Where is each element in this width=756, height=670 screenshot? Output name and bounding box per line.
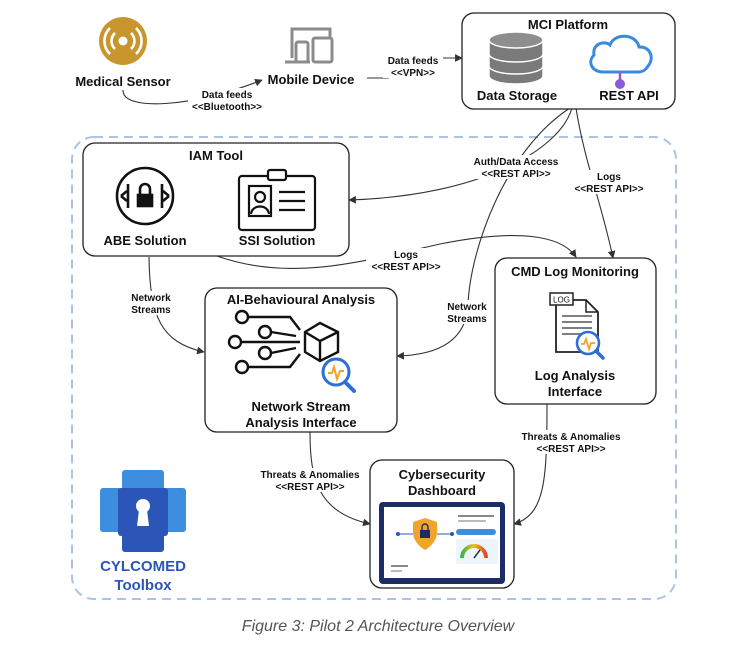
rest-api-label: REST API xyxy=(599,88,658,103)
network-stream-label-line2: Analysis Interface xyxy=(245,415,356,430)
edge-label-auth-access: Auth/Data Access <<REST API>> xyxy=(467,155,565,180)
edge-label-ns-left-line1: Network xyxy=(131,293,171,304)
iam-tool-title: IAM Tool xyxy=(189,148,243,163)
cmd-log-monitoring-title: CMD Log Monitoring xyxy=(511,264,639,279)
edge-threats-right xyxy=(513,403,548,526)
rest-api-cloud-icon xyxy=(589,34,653,89)
mobile-device-label: Mobile Device xyxy=(268,72,355,87)
edge-label-ns-right-line1: Network xyxy=(447,302,487,313)
network-stream-label-line1: Network Stream xyxy=(252,399,351,414)
mci-platform-title: MCI Platform xyxy=(528,17,608,32)
edge-label-network-streams-right: Network Streams xyxy=(441,300,493,325)
edge-network-streams-left xyxy=(148,256,205,355)
abe-solution-label: ABE Solution xyxy=(103,233,186,248)
data-storage-icon xyxy=(488,31,544,85)
log-document-icon: LOG xyxy=(549,292,605,360)
data-storage-label: Data Storage xyxy=(477,88,557,103)
ai-behavioural-box xyxy=(204,287,398,433)
edge-label-threats-right: Threats & Anomalies <<REST API>> xyxy=(508,430,634,455)
dashboard-lock-icon xyxy=(396,518,454,550)
edge-label-logs-top: Logs <<REST API>> xyxy=(569,170,649,195)
dashboard-title-line2: Dashboard xyxy=(408,483,476,498)
toolbox-name-line1: CYLCOMED xyxy=(100,558,186,575)
ssi-solution-label: SSI Solution xyxy=(239,233,316,248)
log-analysis-label-line2: Interface xyxy=(548,384,602,399)
edge-label-logs-mid-line2: <<REST API>> xyxy=(371,262,440,273)
edge-label-threats-left: Threats & Anomalies <<REST API>> xyxy=(254,468,366,493)
dashboard-widgets xyxy=(391,515,498,572)
abe-encryption-icon xyxy=(115,166,175,226)
edge-label-ns-left-line2: Streams xyxy=(131,305,171,316)
edge-auth-access xyxy=(348,107,573,204)
edge-label-auth-line2: <<REST API>> xyxy=(481,169,550,180)
edge-network-streams-right xyxy=(396,107,571,360)
log-icon-label: LOG xyxy=(553,296,570,305)
edge-label-logs-top-line1: Logs xyxy=(597,172,621,183)
toolbox-boundary xyxy=(71,136,677,600)
edge-label-ns-right-line2: Streams xyxy=(447,314,487,325)
edge-label-bluetooth-line2: <<Bluetooth>> xyxy=(192,102,262,113)
magnifier-analysis-icon xyxy=(321,357,356,393)
edge-label-network-streams-left: Network Streams xyxy=(125,291,177,316)
ssi-id-card-icon xyxy=(237,168,317,232)
edge-label-threats-left-line2: <<REST API>> xyxy=(275,482,344,493)
cylcomed-logo-icon xyxy=(100,470,186,552)
edge-logs-mid xyxy=(216,235,577,269)
edge-label-logs-mid-line1: Logs xyxy=(394,250,418,261)
ai-network-analysis-icon xyxy=(227,309,340,375)
figure-caption: Figure 3: Pilot 2 Architecture Overview xyxy=(241,618,515,635)
edge-label-threats-left-line1: Threats & Anomalies xyxy=(260,470,360,481)
edge-label-auth-line1: Auth/Data Access xyxy=(474,157,559,168)
toolbox-name-line2: Toolbox xyxy=(114,577,172,594)
dashboard-title-line1: Cybersecurity xyxy=(399,467,486,482)
mobile-device-icon xyxy=(285,27,334,64)
edge-label-threats-right-line2: <<REST API>> xyxy=(536,444,605,455)
medical-sensor-icon xyxy=(99,17,147,65)
edge-label-logs-top-line2: <<REST API>> xyxy=(574,184,643,195)
ai-behavioural-title: AI-Behavioural Analysis xyxy=(227,292,375,307)
edge-label-vpn-line2: <<VPN>> xyxy=(391,68,435,79)
edge-label-threats-right-line1: Threats & Anomalies xyxy=(521,432,621,443)
edge-label-bluetooth-line1: Data feeds xyxy=(202,90,253,101)
edge-label-vpn: Data feeds <<VPN>> xyxy=(383,54,443,79)
edge-label-bluetooth: Data feeds <<Bluetooth>> xyxy=(188,88,266,113)
dashboard-screen-icon xyxy=(379,502,505,584)
edge-label-vpn-line1: Data feeds xyxy=(388,56,439,67)
edge-label-logs-mid: Logs <<REST API>> xyxy=(366,248,446,273)
medical-sensor-label: Medical Sensor xyxy=(75,74,170,89)
log-analysis-label-line1: Log Analysis xyxy=(535,368,615,383)
